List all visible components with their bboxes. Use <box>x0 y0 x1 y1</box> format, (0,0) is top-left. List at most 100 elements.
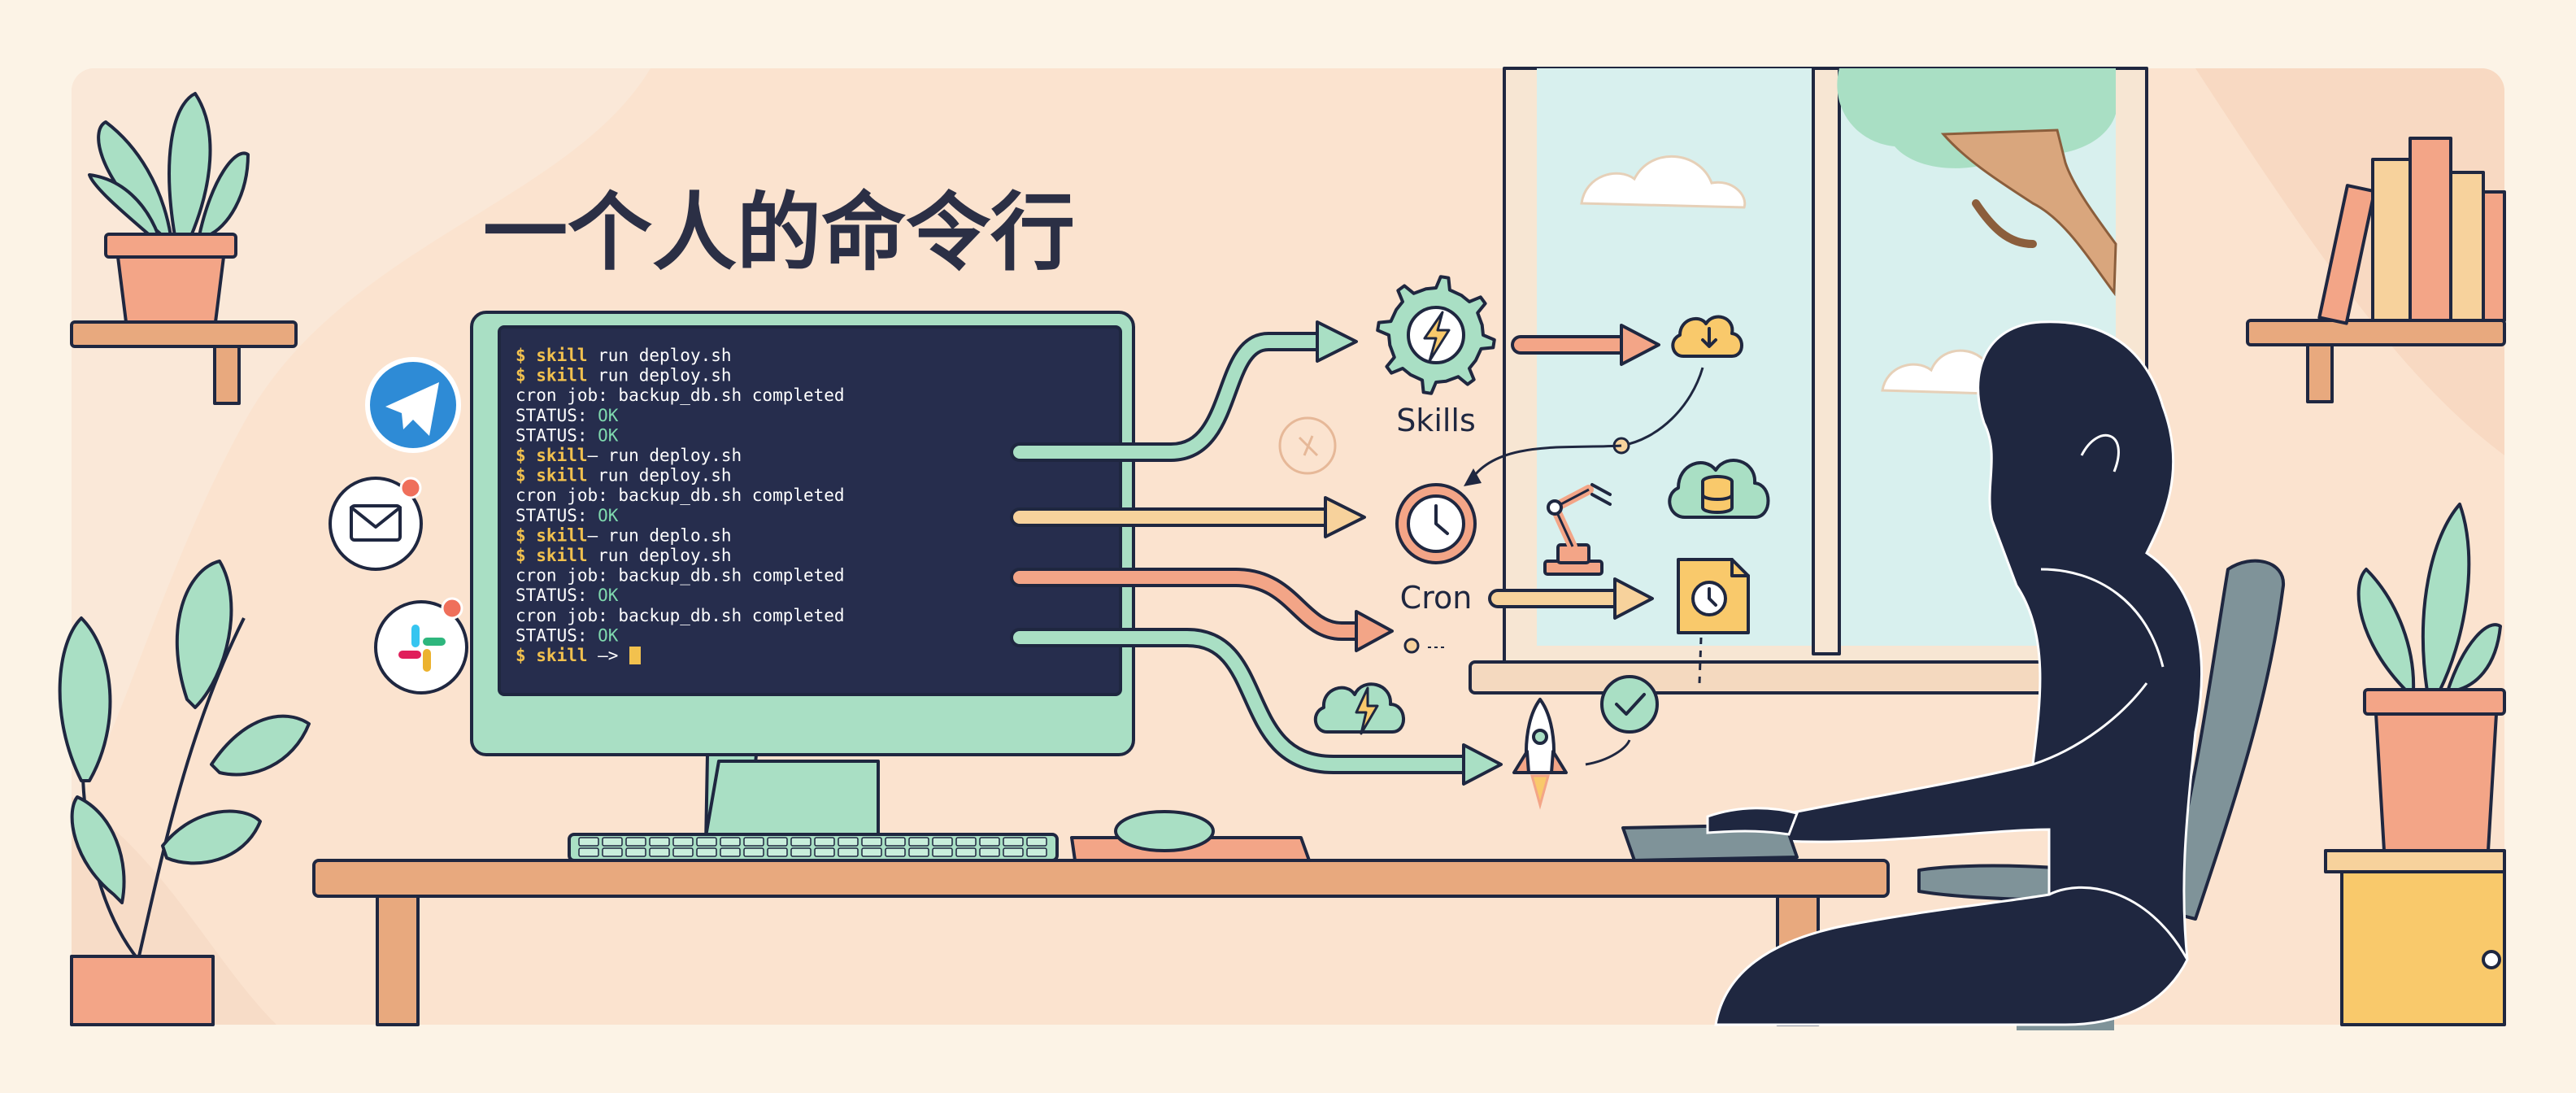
keyboard-key <box>908 847 929 857</box>
keyboard-key <box>672 847 694 857</box>
terminal-text: run deploy.sh <box>588 346 732 365</box>
keyboard-key <box>672 837 694 847</box>
calendar-file-icon <box>1677 558 1750 634</box>
compass-icon <box>1278 416 1337 475</box>
bottom-left-plant <box>58 560 311 1026</box>
terminal-prompt: $ skill <box>516 366 588 385</box>
keyboard-key <box>1026 847 1047 857</box>
slack-icon <box>374 597 468 695</box>
keyboard-key <box>767 837 788 847</box>
keyboard-key <box>814 847 835 857</box>
terminal-text: cron job: backup_db.sh completed <box>516 385 845 405</box>
keyboard-key <box>790 837 812 847</box>
keyboard-key <box>720 847 741 857</box>
status-ok: OK <box>598 506 619 525</box>
terminal-text: STATUS: <box>516 586 598 605</box>
terminal-line: STATUS: OK <box>516 425 619 445</box>
keyboard-key <box>861 847 882 857</box>
terminal-line: STATUS: OK <box>516 586 619 605</box>
terminal-text: – run deploy.sh <box>588 446 742 465</box>
keyboard-key <box>979 847 1000 857</box>
keyboard-key <box>696 847 717 857</box>
terminal-text: STATUS: <box>516 406 598 425</box>
terminal-cursor <box>629 647 641 664</box>
terminal-line: $ skill run deploy.sh <box>516 466 732 486</box>
mouse-and-pad <box>1070 810 1311 862</box>
terminal-line: $ skill– run deploy.sh <box>516 446 742 465</box>
keyboard-key <box>838 837 859 847</box>
terminal-line: STATUS: OK <box>516 406 619 425</box>
terminal-prompt: $ skill <box>516 466 588 486</box>
terminal-line: $ skill run deploy.sh <box>516 366 732 385</box>
keyboard-key <box>578 847 599 857</box>
keyboard-key <box>1026 837 1047 847</box>
flow-arrows <box>1010 320 1704 786</box>
keyboard-key <box>767 847 788 857</box>
terminal-text: STATUS: <box>516 625 598 645</box>
keyboard-key <box>814 837 835 847</box>
keyboard-key <box>720 837 741 847</box>
terminal-line: cron job: backup_db.sh completed <box>516 385 845 405</box>
terminal-line: cron job: backup_db.sh completed <box>516 566 845 586</box>
drawer-cabinet <box>2324 849 2506 1026</box>
terminal-line: cron job: backup_db.sh completed <box>516 606 845 625</box>
keyboard-key <box>885 837 906 847</box>
status-ok: OK <box>598 406 619 425</box>
terminal-prompt: $ skill <box>516 525 588 545</box>
terminal-line: $ skill –> <box>516 646 629 665</box>
terminal-text: run deploy.sh <box>588 466 732 486</box>
terminal-text: –> <box>588 646 629 665</box>
person-silhouette <box>1714 320 2203 1026</box>
keyboard-key <box>625 847 646 857</box>
status-ok: OK <box>598 625 619 645</box>
keyboard-key <box>932 837 953 847</box>
terminal-prompt: $ skill <box>516 346 588 365</box>
terminal-text: STATUS: <box>516 425 598 445</box>
telegram-icon <box>365 357 461 453</box>
keyboard-key <box>885 847 906 857</box>
right-plant <box>2356 503 2506 852</box>
page-title: 一个人的命令行 <box>483 183 1075 282</box>
top-left-plant <box>88 92 250 324</box>
keyboard-key <box>955 847 977 857</box>
right-shelf <box>2246 137 2506 403</box>
left-shelf <box>70 320 298 405</box>
keyboard-key <box>790 847 812 857</box>
keyboard-key <box>838 847 859 857</box>
keyboard-key <box>1003 847 1024 857</box>
terminal-text: – run deplo.sh <box>588 525 732 545</box>
terminal-line: $ skill run deploy.sh <box>516 546 732 565</box>
cloud-lightning-icon <box>1314 682 1405 735</box>
status-ok: OK <box>598 425 619 445</box>
terminal-text: run deploy.sh <box>588 366 732 385</box>
terminal-text: cron job: backup_db.sh completed <box>516 566 845 586</box>
mail-icon <box>329 477 423 571</box>
terminal-line: $ skill run deploy.sh <box>516 346 732 365</box>
keyboard-key <box>955 837 977 847</box>
cloud-database-icon <box>1668 459 1770 519</box>
cloud-download-icon <box>1671 315 1743 358</box>
terminal-text: cron job: backup_db.sh completed <box>516 486 845 505</box>
terminal-text: cron job: backup_db.sh completed <box>516 606 845 625</box>
keyboard-key <box>696 837 717 847</box>
keyboard-key <box>649 847 670 857</box>
terminal-line: STATUS: OK <box>516 625 619 645</box>
robot-arm-icon <box>1543 483 1612 576</box>
terminal-line: $ skill– run deplo.sh <box>516 525 732 545</box>
keyboard-key <box>979 837 1000 847</box>
keyboard-key <box>932 847 953 857</box>
keyboard-key <box>1003 837 1024 847</box>
terminal-line: cron job: backup_db.sh completed <box>516 486 845 505</box>
window <box>1469 67 2163 695</box>
keyboard-key <box>908 837 929 847</box>
gear-lightning-icon <box>1376 275 1496 395</box>
keyboard-key <box>625 837 646 847</box>
keyboard <box>568 833 1059 862</box>
monitor <box>470 311 1135 847</box>
check-circle-icon <box>1600 675 1659 734</box>
terminal-output: $ skill run deploy.sh$ skill run deploy.… <box>516 346 845 665</box>
skills-label: Skills <box>1396 403 1476 438</box>
keyboard-key <box>578 837 599 847</box>
terminal-line: STATUS: OK <box>516 506 619 525</box>
